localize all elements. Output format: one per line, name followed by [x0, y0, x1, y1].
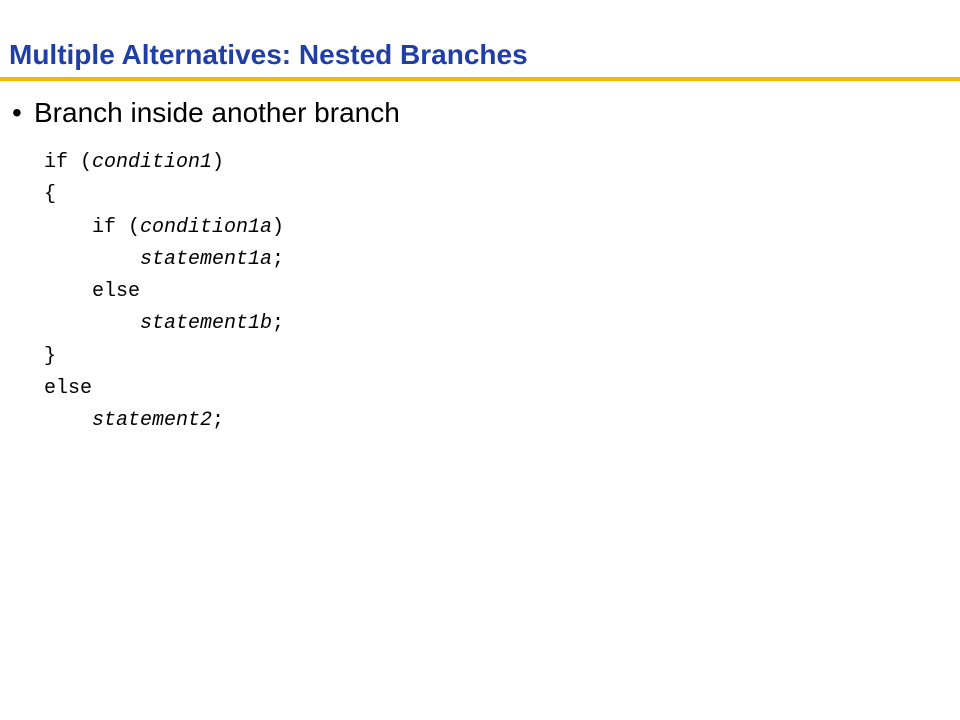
- bullet-icon: •: [12, 97, 22, 128]
- semicolon: ;: [272, 312, 285, 336]
- else-keyword: else: [92, 280, 141, 304]
- code-line: else: [44, 373, 284, 405]
- close-brace: }: [44, 344, 57, 368]
- open-brace: {: [44, 183, 57, 207]
- semicolon: ;: [272, 247, 285, 271]
- bullet-text: Branch inside another branch: [34, 97, 400, 128]
- code-line: statement1b;: [44, 308, 284, 340]
- statement-placeholder: statement1a: [140, 247, 273, 271]
- code-line: if (condition1): [44, 147, 284, 179]
- code-line: if (condition1a): [44, 212, 284, 244]
- if-keyword: if (: [92, 215, 141, 239]
- statement-placeholder: statement1b: [140, 312, 273, 336]
- semicolon: ;: [212, 409, 225, 433]
- condition-placeholder: condition1: [92, 151, 213, 174]
- statement-placeholder: statement2: [92, 409, 213, 433]
- code-line: statement1a;: [44, 244, 284, 276]
- code-line: else: [44, 276, 284, 308]
- code-line: {: [44, 179, 284, 211]
- slide-title: Multiple Alternatives: Nested Branches: [9, 39, 528, 70]
- close-paren: ): [272, 215, 285, 239]
- code-line: statement2;: [44, 405, 284, 437]
- code-line: }: [44, 341, 284, 373]
- condition-placeholder: condition1a: [140, 215, 273, 239]
- close-paren: ): [212, 151, 225, 174]
- if-keyword: if (: [44, 151, 93, 174]
- else-keyword: else: [44, 377, 93, 401]
- code-block: if (condition1) { if (condition1a) state…: [44, 147, 284, 438]
- bullet-item: • Branch inside another branch: [12, 96, 400, 130]
- title-underline: [0, 77, 960, 81]
